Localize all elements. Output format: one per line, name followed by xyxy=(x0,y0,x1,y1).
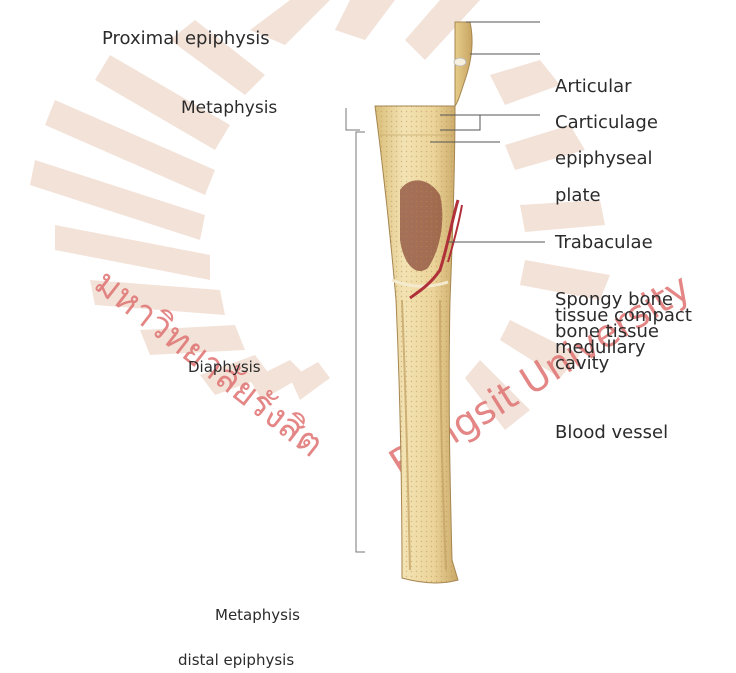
label-epiphyseal: epiphyseal xyxy=(555,148,652,169)
label-carticulage: Carticulage xyxy=(555,112,658,133)
label-blood-vessel: Blood vessel xyxy=(555,422,668,443)
label-distal-epiphysis: distal epiphysis xyxy=(178,651,294,669)
label-metaphysis-top: Metaphysis xyxy=(181,98,277,118)
leader-brackets xyxy=(346,108,365,552)
label-metaphysis-bottom: Metaphysis xyxy=(215,606,300,624)
bone-shaft xyxy=(375,106,462,583)
label-plate: plate xyxy=(555,185,601,206)
label-diaphysis: Diaphysis xyxy=(188,358,261,376)
label-proximal-epiphysis: Proximal epiphysis xyxy=(102,28,270,49)
label-trabaculae: Trabaculae xyxy=(555,232,653,253)
label-articular: Articular xyxy=(555,76,632,97)
label-spongy-group: Spongy bone tissue compact bone tissue m… xyxy=(555,292,692,372)
label-spongy-line5: cavity xyxy=(555,356,692,372)
bone-head xyxy=(454,22,472,106)
